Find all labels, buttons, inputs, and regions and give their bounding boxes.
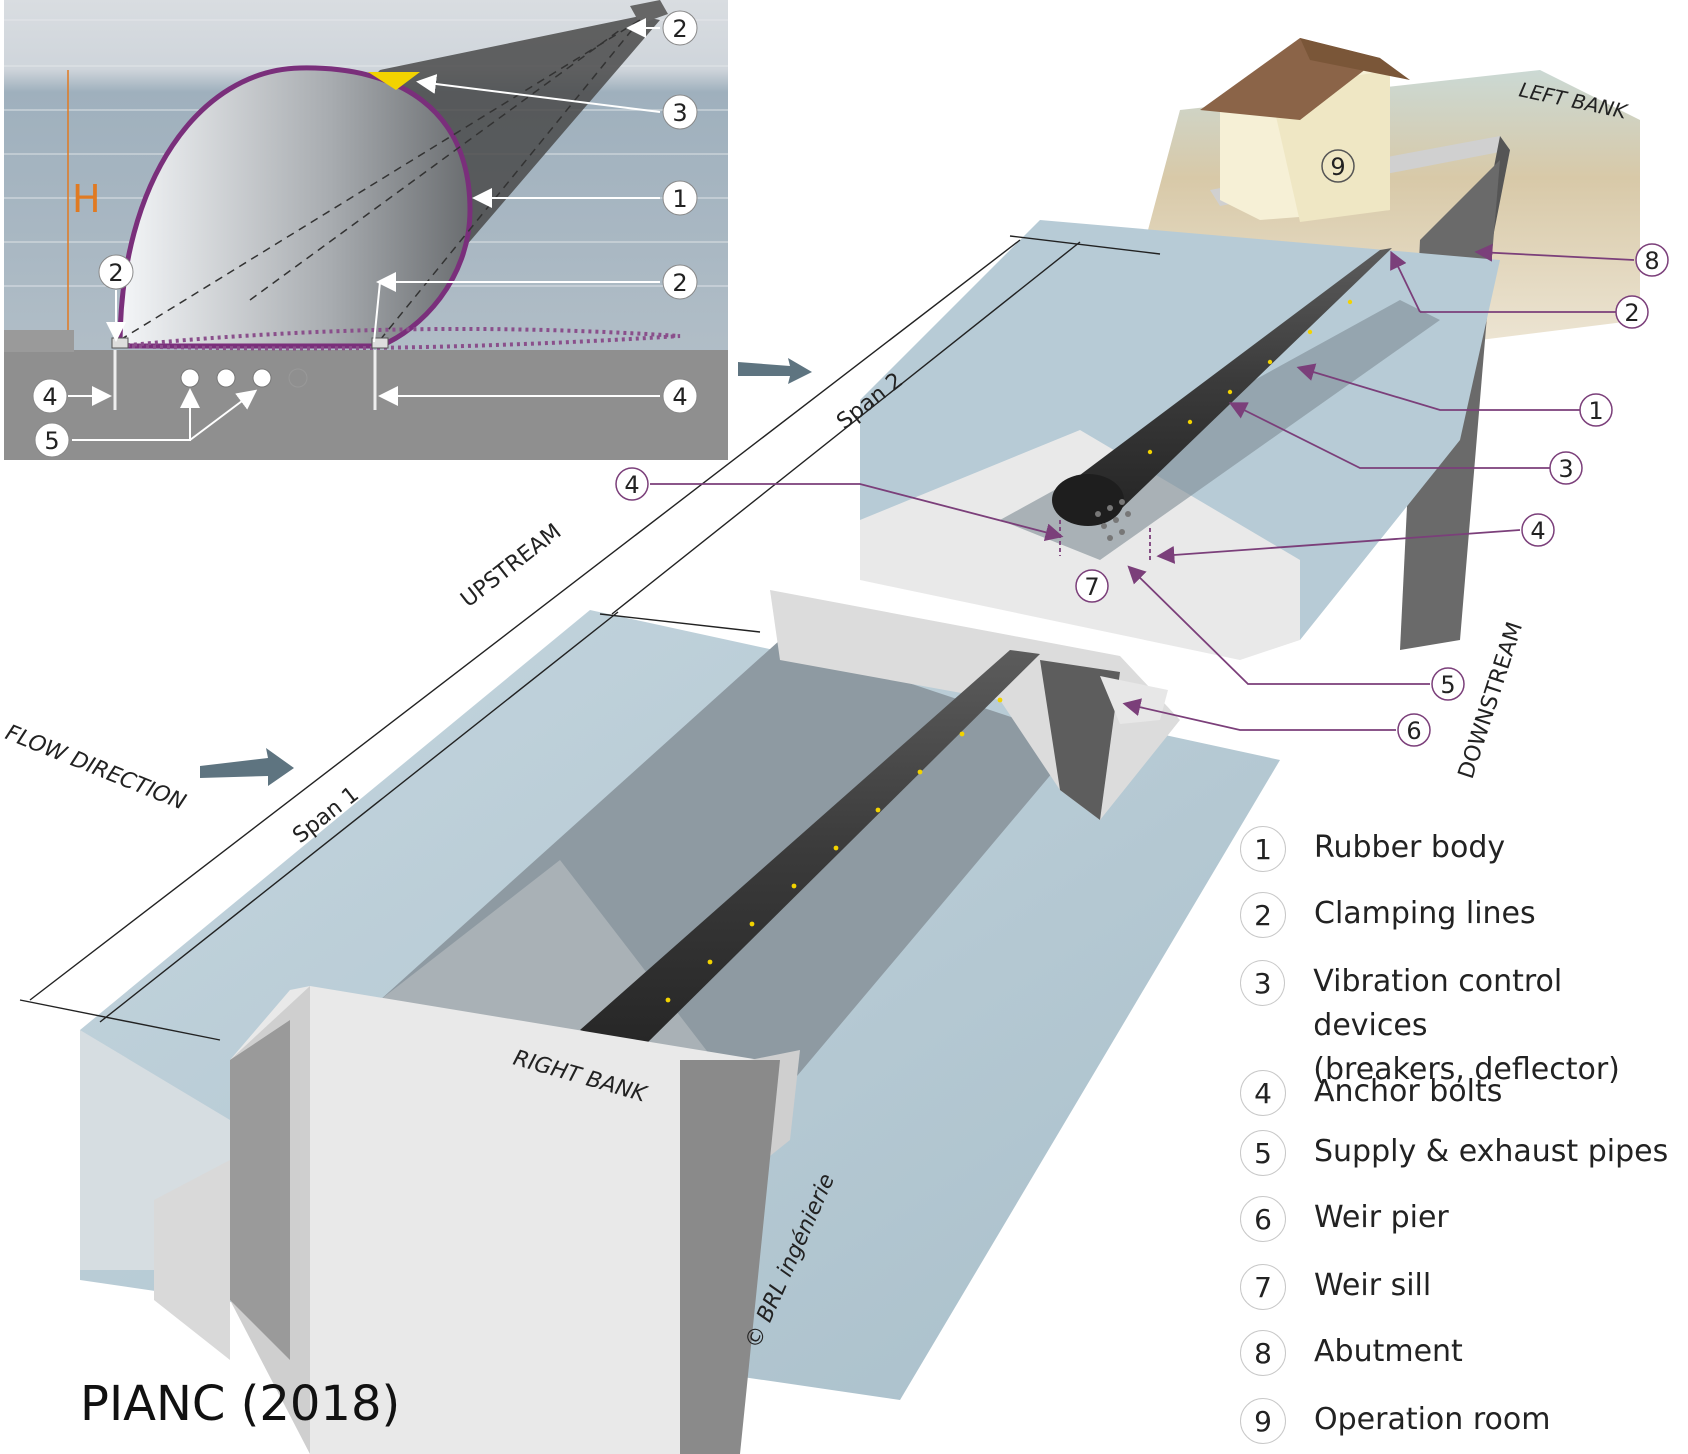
legend-item-weir-sill: 7 Weir sill <box>1240 1264 1431 1310</box>
legend-text: Anchor bolts <box>1314 1074 1503 1109</box>
legend-text: Vibration control devices (breakers, def… <box>1313 964 1620 1087</box>
span-dimensions <box>19 235 1161 1041</box>
inset-foundation <box>4 350 728 460</box>
legend-item-vibration-control: 3 Vibration control devices (breakers, d… <box>1240 960 1680 1092</box>
legend-number: 4 <box>1240 1070 1286 1116</box>
legend-item-operation-room: 9 Operation room <box>1240 1398 1550 1444</box>
right-bank-abutment <box>230 986 760 1454</box>
legend-number: 2 <box>1240 892 1286 938</box>
callout-6: 6 <box>1406 717 1421 745</box>
callout-4-right: 4 <box>1530 517 1545 545</box>
inset-callout-5: 5 <box>44 427 59 455</box>
legend-text: Operation room <box>1314 1402 1551 1437</box>
deflated-outline <box>119 326 681 351</box>
callout-2: 2 <box>1624 299 1639 327</box>
flow-direction-label: FLOW DIRECTION <box>2 720 189 815</box>
rubber-body-span-2 <box>1060 248 1392 510</box>
legend-item-anchor-bolts: 4 Anchor bolts <box>1240 1070 1502 1116</box>
inset-callout-1: 1 <box>672 185 687 213</box>
legend-number: 9 <box>1240 1398 1286 1444</box>
legend-number: 8 <box>1240 1330 1286 1376</box>
deflector-icon <box>368 72 420 90</box>
span-2-structure <box>860 38 1640 660</box>
cross-section-inset: H 2 3 <box>4 0 728 460</box>
supply-pipes <box>180 368 308 388</box>
inset-pointer-arrow <box>738 358 812 384</box>
source-caption: PIANC (2018) <box>80 1376 401 1432</box>
legend-text: Rubber body <box>1314 830 1506 865</box>
main-callout-lines <box>650 243 1635 731</box>
rubber-body-span-1 <box>580 650 1040 1050</box>
callout-4-left: 4 <box>624 471 639 499</box>
legend-text: Supply & exhaust pipes <box>1314 1134 1669 1169</box>
flow-direction-arrow <box>200 748 294 786</box>
inset-callout-4b: 4 <box>672 383 687 411</box>
callout-5: 5 <box>1440 671 1455 699</box>
legend-item-rubber-body: 1 Rubber body <box>1240 826 1505 872</box>
inset-callout-2c: 2 <box>108 259 123 287</box>
legend-text: Weir pier <box>1314 1200 1449 1235</box>
main-callouts: 8 2 1 3 4 4 7 5 6 9 <box>615 149 1669 747</box>
inset-callouts: 2 3 1 2 4 2 4 5 <box>32 10 698 458</box>
legend-item-clamping-lines: 2 Clamping lines <box>1240 892 1536 938</box>
upstream-label: UPSTREAM <box>456 519 566 613</box>
legend-text: Clamping lines <box>1314 896 1536 931</box>
inset-callout-2a: 2 <box>672 15 687 43</box>
callout-3: 3 <box>1558 455 1573 483</box>
inset-callout-2b: 2 <box>672 269 687 297</box>
legend-number: 6 <box>1240 1196 1286 1242</box>
legend-text: Abutment <box>1314 1334 1463 1369</box>
callout-8: 8 <box>1644 247 1659 275</box>
legend-text: Weir sill <box>1314 1268 1432 1303</box>
callout-1: 1 <box>1588 397 1603 425</box>
height-label: H <box>72 177 101 221</box>
callout-7: 7 <box>1084 573 1099 601</box>
legend-number: 3 <box>1240 960 1286 1006</box>
legend-number: 5 <box>1240 1130 1286 1176</box>
legend-item-supply-pipes: 5 Supply & exhaust pipes <box>1240 1130 1668 1176</box>
legend-item-weir-pier: 6 Weir pier <box>1240 1196 1449 1242</box>
legend-number: 1 <box>1240 826 1286 872</box>
legend-item-abutment: 8 Abutment <box>1240 1330 1463 1376</box>
callout-9: 9 <box>1330 153 1345 181</box>
legend-number: 7 <box>1240 1264 1286 1310</box>
downstream-label: DOWNSTREAM <box>1454 619 1528 782</box>
inset-callout-3: 3 <box>672 99 687 127</box>
inset-callout-4a: 4 <box>42 383 57 411</box>
span-1-structure <box>80 590 1280 1454</box>
